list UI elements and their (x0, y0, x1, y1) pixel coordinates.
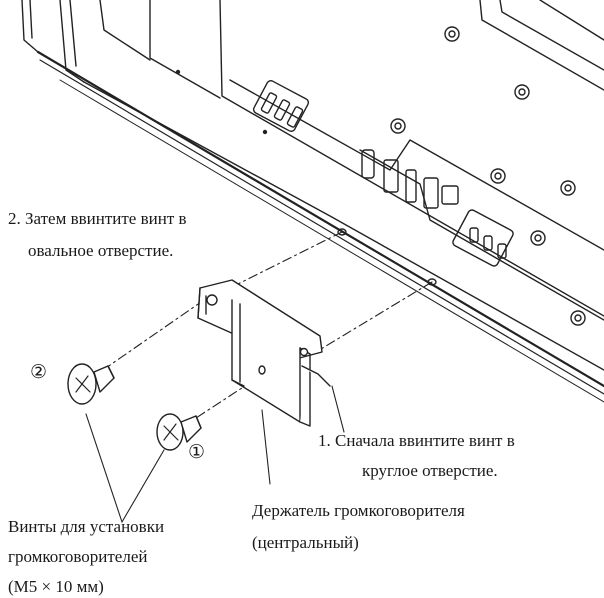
screw-2 (67, 363, 115, 405)
screws-label-line3: (M5 × 10 мм) (8, 577, 104, 596)
step2-label-line1: 2. Затем ввинтите винт в (8, 209, 187, 228)
marker-1: ① (188, 441, 206, 463)
screws-label-line1: Винты для установки (8, 517, 165, 536)
holder-label-line2: (центральный) (252, 533, 359, 552)
leader-lines (85, 385, 345, 523)
display-back-panel (21, 0, 604, 403)
screw-1 (156, 413, 202, 451)
holder-label-line1: Держатель громкоговорителя (252, 501, 465, 520)
step2-label-line2: овальное отверстие. (28, 241, 174, 260)
marker-2: ② (30, 361, 48, 383)
step1-label-line1: 1. Сначала ввинтите винт в (318, 431, 515, 450)
speaker-holder-bracket (197, 279, 331, 427)
screws-label-line2: громкоговорителей (8, 547, 148, 566)
step1-label-line2: круглое отверстие. (362, 461, 498, 480)
